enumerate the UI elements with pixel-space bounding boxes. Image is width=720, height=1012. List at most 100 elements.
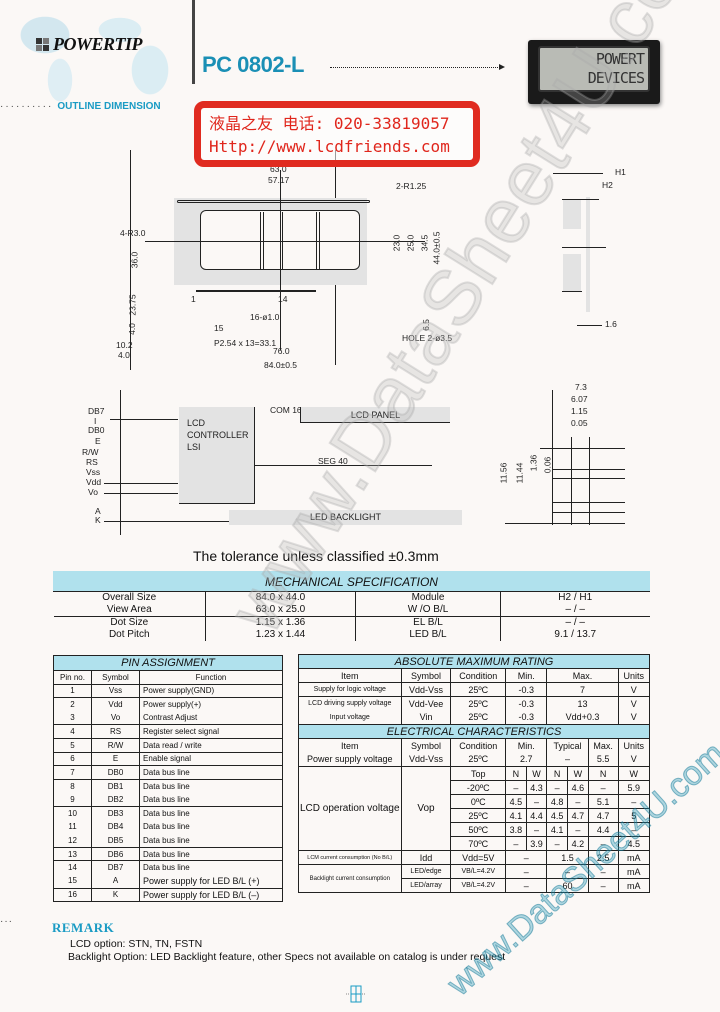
vop-value: 4.5 [505, 794, 527, 809]
controller-line-3: LSI [187, 442, 201, 452]
pin-no: 10 [53, 806, 92, 821]
idd-symbol: Idd [400, 850, 452, 865]
pin-symbol: Vss [91, 684, 140, 699]
lcd-photo-line-1: POWERT [595, 50, 645, 68]
idd-units: mA [617, 850, 651, 865]
dim-36: 36.0 [129, 251, 140, 269]
label-h2: H2 [602, 180, 613, 190]
vop-value: N [587, 766, 619, 781]
remark-lcd-option: LCD option: STN, TN, FSTN [70, 938, 203, 950]
abs-max-title: ABSOLUTE MAXIMUM RATING [298, 654, 650, 669]
vop-value: – [617, 822, 651, 837]
dim-23-0: 23.0 [391, 234, 402, 252]
vop-value: – [525, 822, 548, 837]
vop-value: 4.8 [546, 794, 568, 809]
signal-k: K [95, 515, 101, 525]
spec-cell: 1.15 x 1.36 [205, 616, 356, 629]
pin-function: Enable signal [139, 752, 283, 767]
spec-cell: Dot Pitch [53, 629, 206, 641]
elec-item: Power supply voltage [298, 752, 402, 767]
abs-max-item: LCD driving supply voltage [298, 696, 402, 711]
dot-matrix-detail: 7.3 6.07 1.15 0.05 11.56 11.44 1.36 0.06 [495, 380, 625, 530]
vop-value: 4.1 [505, 808, 527, 823]
pin-assignment-title: PIN ASSIGNMENT [53, 655, 283, 671]
pin-function: Register select signal [139, 724, 283, 739]
pin-symbol: DB2 [91, 792, 140, 807]
dim-1-6: 1.6 [605, 319, 617, 329]
abs-max-min: -0.3 [505, 710, 548, 725]
com-label: COM 16 [270, 405, 302, 415]
pin-no: 15 [53, 874, 92, 889]
stamp-url[interactable]: Http://www.lcdfriends.com [209, 137, 450, 156]
dim-34-5: 34.5 [419, 234, 430, 252]
backlight-min: – [505, 878, 548, 893]
vop-item: LCD operation voltage [298, 766, 402, 851]
elec-symbol: Vdd-Vss [400, 752, 452, 767]
stamp-phone: 液晶之友 电话: 020-33819057 [209, 114, 450, 133]
col-header: Typical [546, 738, 589, 753]
pin-symbol: Vdd [91, 697, 140, 712]
header-divider [192, 0, 195, 84]
panel-label: LCD PANEL [350, 410, 401, 420]
pin-function: Data bus line [139, 860, 283, 875]
dim-57-17: 57.17 [268, 175, 290, 185]
signal-vo: Vo [88, 487, 98, 497]
abs-max-units: V [617, 696, 651, 711]
lcd-panel-block: LCD PANEL [300, 407, 450, 423]
pin-symbol: DB7 [91, 860, 140, 875]
abs-max-item: Supply for logic voltage [298, 682, 402, 697]
pin-no: 4 [53, 724, 92, 739]
abs-max-max: Vdd+0.3 [546, 710, 619, 725]
vop-value: – [505, 836, 527, 851]
backlight-typ: – [546, 864, 589, 879]
abs-max-condition: 25ºC [450, 696, 507, 711]
signal-db7: DB7 [88, 406, 105, 416]
pin-symbol: DB3 [91, 806, 140, 821]
abs-max-max: 7 [546, 682, 619, 697]
pin-function: Data bus line [139, 806, 283, 821]
vop-value: – [546, 780, 568, 795]
pin-symbol: A [91, 874, 140, 889]
dim-0-06: 0.06 [542, 456, 553, 474]
pin-symbol: E [91, 752, 140, 767]
dim-7-3: 7.3 [575, 382, 587, 392]
vop-value: W [567, 766, 589, 781]
pin-symbol: DB0 [91, 765, 140, 780]
backlight-min: – [505, 864, 548, 879]
signal-vdd: Vdd [86, 477, 102, 487]
vop-value: – [617, 794, 651, 809]
col-header: Function [139, 670, 283, 685]
vop-symbol: Vop [400, 766, 452, 851]
abs-max-symbol: Vin [400, 710, 452, 725]
vop-temp: 50ºC [450, 822, 507, 837]
col-header: Condition [450, 738, 507, 753]
pin-function: Power supply(+) [139, 697, 283, 712]
abs-max-units: V [617, 682, 651, 697]
vop-value: 4.2 [567, 836, 589, 851]
pin-no: 5 [53, 738, 92, 753]
pin-function: Data bus line [139, 847, 283, 862]
backlight-item: Backlight current consumption [298, 864, 402, 893]
led-backlight-block: LED BACKLIGHT [229, 510, 462, 525]
abs-max-condition: 25ºC [450, 710, 507, 725]
pin-symbol: DB6 [91, 847, 140, 862]
dim-6-5: 6.5 [420, 319, 431, 331]
vop-temp: Top [450, 766, 507, 781]
tolerance-note: The tolerance unless classified ±0.3mm [193, 548, 439, 564]
vop-value: 4.4 [525, 808, 548, 823]
remark-backlight-option: Backlight Option: LED Backlight feature,… [68, 951, 506, 963]
pin-symbol: DB5 [91, 833, 140, 848]
seg-label: SEG 40 [318, 456, 348, 466]
spec-cell: Module [355, 591, 501, 604]
col-header: Item [298, 738, 402, 753]
logo-mark-icon [36, 38, 49, 51]
pin-function: Data read / write [139, 738, 283, 753]
spec-cell: W /O B/L [355, 604, 501, 617]
pin-function: Contrast Adjust [139, 711, 283, 726]
abs-max-symbol: Vdd-Vee [400, 696, 452, 711]
vop-temp: -20ºC [450, 780, 507, 795]
spec-cell: LED B/L [355, 629, 501, 641]
pin-label-14: 14 [278, 294, 288, 304]
